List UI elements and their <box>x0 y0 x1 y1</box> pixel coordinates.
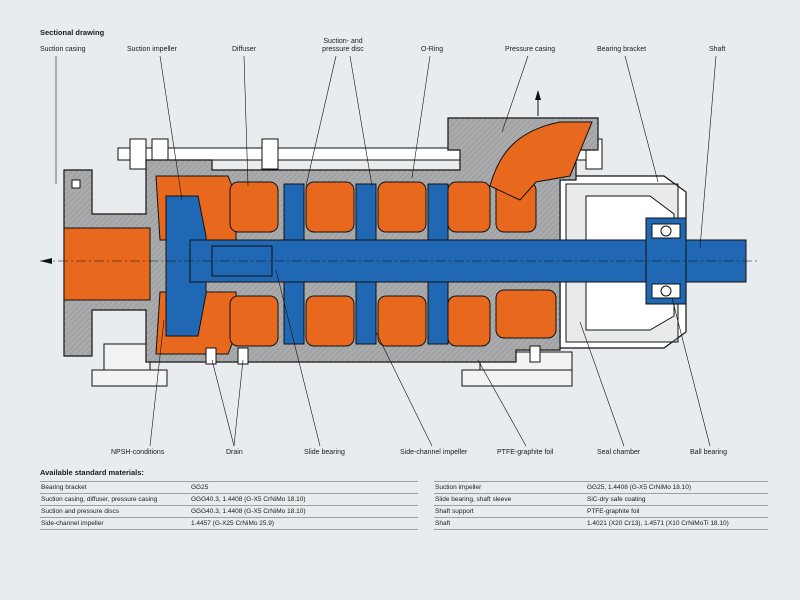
material-part: Bearing bracket <box>40 481 191 494</box>
material-value: GG25 <box>191 481 418 494</box>
label-seal-chamber: Seal chamber <box>597 449 641 456</box>
materials-title: Available standard materials: <box>40 468 144 477</box>
materials-table-right: Suction impeller GG25, 1.4408 (G-X5 CrNi… <box>434 481 768 530</box>
label-pressure-casing: Pressure casing <box>505 46 556 53</box>
rotor <box>40 183 760 345</box>
table-row: Suction impeller GG25, 1.4408 (G-X5 CrNi… <box>434 481 768 494</box>
material-part: Shaft <box>434 517 587 530</box>
material-value: 1.4021 (X20 Cr13), 1.4571 (X10 CrNiMoTi … <box>587 517 768 530</box>
fluid-channels <box>63 121 593 355</box>
table-row: Shaft support PTFE-graphite foil <box>434 505 768 518</box>
material-part: Suction and pressure discs <box>40 505 191 518</box>
material-value: 1.4457 (G-X25 CrNiMo 25.9) <box>191 517 418 530</box>
table-row: Slide bearing, shaft sleeve SiC-dry safe… <box>434 493 768 506</box>
material-part: Slide bearing, shaft sleeve <box>434 493 587 506</box>
label-ptfe-graphite-foil: PTFE-graphite foil <box>497 449 554 456</box>
flow-arrows <box>40 90 541 264</box>
material-value: GGG40.3, 1.4408 (G-X5 CrNiMo 18.10) <box>191 505 418 518</box>
material-value: SiC-dry safe coating <box>587 493 768 506</box>
table-row: Side-channel impeller 1.4457 (G-X25 CrNi… <box>40 517 418 530</box>
label-shaft: Shaft <box>709 46 726 53</box>
ball-bearing <box>651 223 681 299</box>
label-side-channel-impeller: Side-channel impeller <box>400 449 468 456</box>
label-suction-pressure-disc-line1: Suction- and <box>323 38 363 45</box>
label-diffuser: Diffuser <box>232 46 256 53</box>
materials-table-left: Bearing bracket GG25 Suction casing, dif… <box>40 481 418 530</box>
table-row: Shaft 1.4021 (X20 Cr13), 1.4571 (X10 CrN… <box>434 517 768 530</box>
drain-plugs <box>205 345 541 365</box>
material-part: Side-channel impeller <box>40 517 191 530</box>
section-title: Sectional drawing <box>40 28 105 37</box>
material-part: Suction impeller <box>434 481 587 494</box>
table-row: Suction and pressure discs GGG40.3, 1.44… <box>40 505 418 518</box>
label-bearing-bracket: Bearing bracket <box>597 46 647 53</box>
material-value: PTFE-graphite foil <box>587 505 768 518</box>
label-suction-impeller: Suction impeller <box>127 46 177 53</box>
table-row: Suction casing, diffuser, pressure casin… <box>40 493 418 506</box>
label-slide-bearing: Slide bearing <box>304 449 345 456</box>
material-part: Shaft support <box>434 505 587 518</box>
label-drain: Drain <box>226 449 243 456</box>
material-value: GG25, 1.4408 (G-X5 CrNiMo 18.10) <box>587 481 768 494</box>
label-suction-pressure-disc: Suction- and pressure disc <box>322 38 364 54</box>
material-part: Suction casing, diffuser, pressure casin… <box>40 493 191 506</box>
label-o-ring: O-Ring <box>421 46 444 53</box>
label-npsh-conditions: NPSH-conditions <box>111 449 165 456</box>
leader-lines <box>55 55 717 447</box>
material-value: GGG40.3, 1.4408 (G-X5 CrNiMo 18.10) <box>191 493 418 506</box>
label-suction-casing: Suction casing <box>40 46 86 53</box>
label-ball-bearing: Ball bearing <box>690 449 727 456</box>
table-row: Bearing bracket GG25 <box>40 481 418 494</box>
label-suction-pressure-disc-line2: pressure disc <box>322 46 364 53</box>
